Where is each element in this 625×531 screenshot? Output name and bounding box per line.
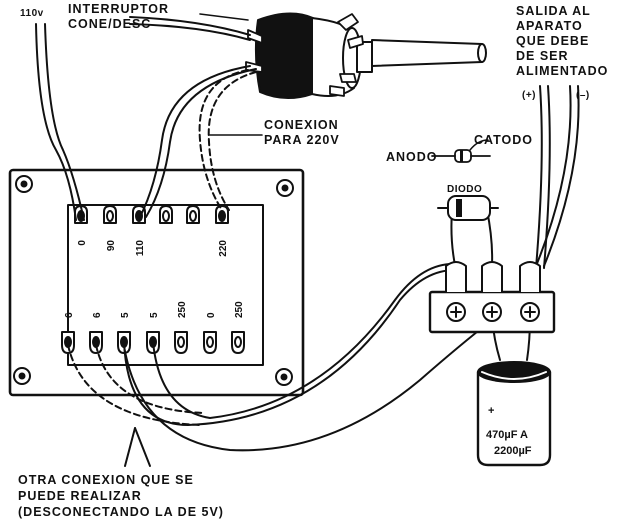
- mounting-hole-icon: [13, 367, 31, 385]
- switch-label-2: CONE/DESC: [68, 17, 152, 31]
- screw-terminal-icon: [482, 302, 502, 322]
- switch-label-1: INTERRUPTOR: [68, 2, 170, 16]
- diode-symbol-icon: [431, 139, 491, 163]
- salida-label-4: DE SER: [516, 49, 569, 63]
- primary-tap-labels: 0 90 110 220: [77, 240, 229, 257]
- primary-lug: [132, 205, 146, 224]
- capacitor: + 470µF A 2200µF: [476, 361, 552, 467]
- diode-icon: [437, 195, 499, 221]
- secondary-lugs: [61, 331, 245, 354]
- secondary-lug: [146, 331, 160, 354]
- capacitor-polarity: +: [488, 405, 494, 417]
- primary-lug: [186, 205, 200, 224]
- salida-label-5: ALIMENTADO: [516, 64, 609, 78]
- mounting-hole-icon: [275, 368, 293, 386]
- secondary-lug: [231, 331, 245, 354]
- tap-label: 110: [135, 240, 146, 257]
- wires: [35, 16, 580, 467]
- mounting-hole-icon: [15, 175, 33, 193]
- secondary-tap-labels: 6 6 5 5 250 0 250: [64, 301, 245, 318]
- tap-label: 250: [177, 301, 188, 318]
- transformer: [8, 168, 305, 397]
- capacitor-value-1: 470µF A: [486, 429, 528, 441]
- tap-label: 0: [77, 240, 88, 246]
- tap-label: 6: [64, 312, 75, 318]
- screw-terminal-icon: [520, 302, 540, 322]
- conexion-220-label-2: PARA 220V: [264, 133, 340, 147]
- tap-label: 220: [218, 240, 229, 257]
- primary-lug: [103, 205, 117, 224]
- diodo-label: DIODO: [447, 184, 483, 195]
- salida-label-2: APARATO: [516, 19, 583, 33]
- tap-label: 250: [234, 301, 245, 318]
- tap-label: 90: [106, 240, 117, 252]
- leader-line: [199, 13, 249, 21]
- screw-terminal-icon: [446, 302, 466, 322]
- negative-label: (–): [576, 90, 590, 101]
- primary-lugs: [74, 205, 229, 224]
- primary-lug: [215, 205, 229, 224]
- switch-potentiometer: [245, 12, 487, 99]
- tap-label: 5: [149, 312, 160, 318]
- conexion-220-label-1: CONEXION: [264, 118, 339, 132]
- tap-label: 6: [92, 312, 103, 318]
- salida-label-3: QUE DEBE: [516, 34, 590, 48]
- terminal-strip: [428, 261, 556, 334]
- otra-conexion-label-2: PUEDE REALIZAR: [18, 489, 142, 503]
- primary-lug: [159, 205, 173, 224]
- catodo-label: CATODO: [474, 133, 534, 147]
- capacitor-value-2: 2200µF: [494, 445, 532, 457]
- secondary-lug: [174, 331, 188, 354]
- otra-conexion-label-1: OTRA CONEXION QUE SE: [18, 473, 194, 487]
- mounting-hole-icon: [276, 179, 294, 197]
- anodo-label: ANODO: [386, 150, 438, 164]
- secondary-lug: [203, 331, 217, 354]
- voltage-input-label: 110v: [20, 8, 44, 19]
- tap-label: 5: [120, 312, 131, 318]
- otra-conexion-label-3: (DESCONECTANDO LA DE 5V): [18, 505, 224, 519]
- secondary-lug: [89, 331, 103, 354]
- secondary-lug: [61, 331, 75, 354]
- positive-label: (+): [522, 90, 536, 101]
- salida-label-1: SALIDA AL: [516, 4, 591, 18]
- tap-label: 0: [206, 312, 217, 318]
